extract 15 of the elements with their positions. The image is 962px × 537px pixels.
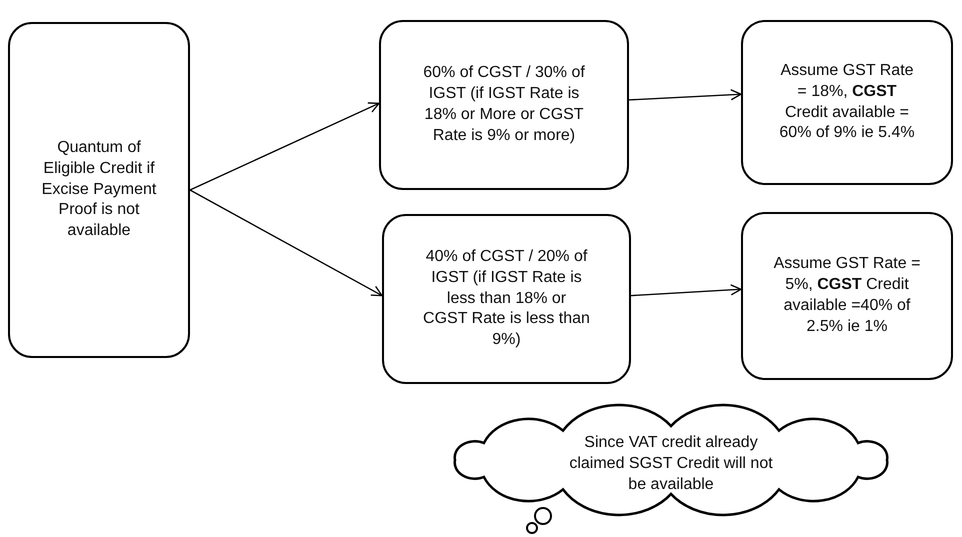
node-text: Quantum of Eligible Credit if Excise Payment Proof is not available bbox=[40, 138, 158, 242]
node-text: Assume GST Rate = 5%, CGST Credit available =40% of 2.5% ie 1% bbox=[772, 254, 922, 337]
arrow bbox=[190, 189, 383, 296]
node-text: Assume GST Rate = 18%, CGST Credit available = 60% of 9% ie 5.4% bbox=[778, 60, 916, 144]
rounded-box bbox=[379, 20, 629, 190]
node-text: Since VAT credit already claimed SGST Credit will not be available bbox=[568, 433, 774, 495]
node-text: 40% of CGST / 20% of IGST (if IGST Rate is less than 18% or CGST Rate is less than 9%) bbox=[422, 247, 590, 350]
rounded-box bbox=[741, 20, 953, 185]
rounded-box bbox=[382, 214, 631, 384]
arrow bbox=[628, 89, 742, 101]
rounded-box bbox=[8, 22, 190, 358]
node-text: 60% of CGST / 30% of IGST (if IGST Rate is 18% or More or CGST Rate is 9% or more) bbox=[422, 63, 586, 146]
rounded-box bbox=[741, 212, 953, 380]
arrow bbox=[630, 284, 742, 296]
arrow bbox=[190, 102, 380, 191]
